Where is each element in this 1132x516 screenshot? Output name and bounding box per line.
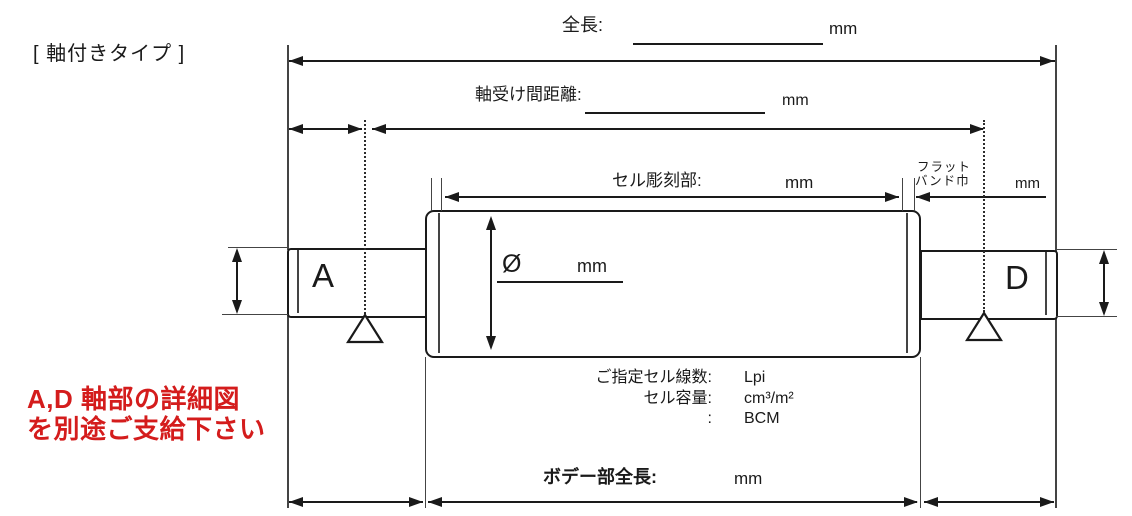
cell-lines-label: ご指定セル線数: — [595, 369, 712, 386]
note-line2: を別途ご支給下さい — [27, 414, 266, 444]
arrowhead-icon — [486, 336, 496, 350]
engraving-tick-outer-left — [431, 178, 432, 211]
left-shaft-top-tick — [228, 247, 288, 248]
bearing-distance-dimension-line — [372, 128, 983, 130]
type-title: [ 軸付きタイプ ] — [33, 43, 186, 65]
arrowhead-icon — [445, 192, 459, 202]
body-length-unit: mm — [734, 469, 763, 488]
arrowhead-icon — [1040, 56, 1054, 66]
roller-body — [425, 210, 921, 358]
left-shaft-bottom-tick — [222, 314, 288, 315]
cell-volume-value: cm³/m² — [744, 390, 794, 407]
arrowhead-icon — [232, 300, 242, 314]
flat-band-dimension-line — [916, 196, 1046, 198]
cell-bcm-label: : — [707, 410, 712, 427]
body-left-band-line — [438, 213, 440, 353]
extension-line-right-bottom — [1055, 316, 1057, 508]
extension-line-left-top — [287, 45, 289, 250]
cell-bcm-value: BCM — [744, 410, 780, 427]
left-bearing-centerline — [364, 120, 366, 314]
arrowhead-icon — [486, 216, 496, 230]
arrowhead-icon — [372, 124, 386, 134]
right-shaft — [920, 250, 1058, 320]
extension-line-right-top — [1055, 45, 1057, 252]
arrowhead-icon — [348, 124, 362, 134]
bearing-distance-label: 軸受け間距離: — [475, 85, 582, 104]
bearing-distance-blank-field — [585, 112, 765, 114]
arrowhead-icon — [289, 497, 303, 507]
total-length-unit: mm — [829, 19, 858, 38]
bearing-offset-dimension-line — [289, 128, 362, 130]
right-bearing-centerline — [983, 120, 985, 312]
extension-line-body-left — [425, 357, 426, 508]
right-shaft-bottom-tick — [1056, 316, 1117, 317]
extension-line-body-right — [920, 357, 921, 508]
arrowhead-icon — [970, 124, 984, 134]
arrowhead-icon — [289, 124, 303, 134]
diameter-blank-field — [497, 281, 623, 283]
diameter-symbol: Ø — [502, 250, 522, 278]
flat-band-label-line1: フラット — [917, 160, 972, 174]
arrowhead-icon — [885, 192, 899, 202]
left-shaft-diameter-line — [236, 252, 238, 310]
arrowhead-icon — [904, 497, 918, 507]
arrowhead-icon — [409, 497, 423, 507]
arrowhead-icon — [428, 497, 442, 507]
right-shaft-label: D — [1005, 259, 1029, 296]
arrowhead-icon — [232, 248, 242, 262]
engraving-tick-inner-right — [902, 178, 903, 211]
total-length-label: 全長: — [562, 15, 604, 35]
body-length-dimension-line — [428, 501, 917, 503]
diameter-dimension-line — [490, 222, 492, 340]
flat-band-label-line2: バンド巾 — [915, 174, 970, 188]
arrowhead-icon — [924, 497, 938, 507]
arrowhead-icon — [916, 192, 930, 202]
left-bearing-support-icon — [346, 313, 384, 344]
cell-engraving-unit: mm — [785, 173, 814, 192]
left-shaft-end-cap-line — [297, 250, 299, 313]
engraving-tick-inner-left — [441, 178, 442, 211]
cell-volume-label: セル容量: — [643, 390, 712, 407]
right-shaft-top-tick — [1056, 249, 1117, 250]
cell-lines-value: Lpi — [744, 369, 766, 386]
body-length-label: ボデー部全長: — [543, 467, 657, 487]
arrowhead-icon — [1040, 497, 1054, 507]
note-line1: A,D 軸部の詳細図 — [27, 384, 241, 414]
right-shaft-end-cap-line — [1045, 252, 1047, 315]
arrowhead-icon — [1099, 302, 1109, 316]
right-bearing-support-icon — [965, 311, 1003, 342]
arrowhead-icon — [289, 56, 303, 66]
flat-band-unit: mm — [1015, 175, 1040, 192]
body-right-band-line — [906, 213, 908, 353]
total-length-dimension-line — [289, 60, 1055, 62]
right-shaft-diameter-line — [1103, 254, 1105, 312]
arrowhead-icon — [1099, 250, 1109, 264]
bearing-distance-unit: mm — [782, 92, 809, 109]
right-overhang-dimension-line — [924, 501, 1054, 503]
cell-engraving-label: セル彫刻部: — [612, 171, 702, 190]
total-length-blank-field — [633, 43, 823, 45]
diameter-unit: mm — [577, 256, 607, 276]
extension-line-left-bottom — [287, 314, 289, 508]
left-shaft — [287, 248, 427, 318]
cell-engraving-dimension-line — [445, 196, 899, 198]
engraving-tick-outer-right — [914, 178, 915, 211]
left-overhang-dimension-line — [289, 501, 423, 503]
left-shaft-label: A — [312, 257, 335, 294]
